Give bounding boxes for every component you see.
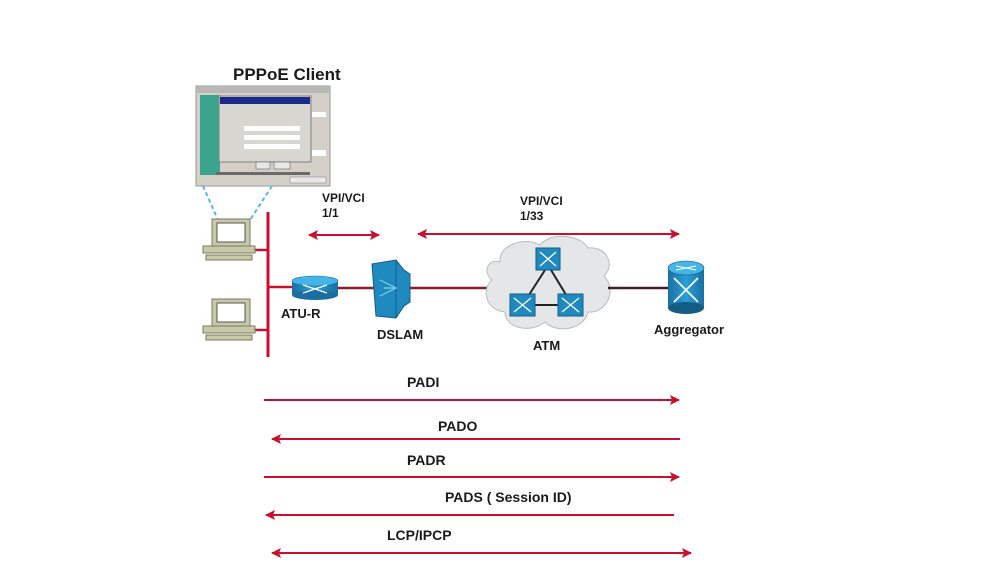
- pc-icon: [202, 218, 256, 261]
- client-dialog-window: [195, 85, 331, 187]
- callout-line-left: [202, 185, 219, 221]
- msg-padr-label: PADR: [407, 452, 446, 468]
- client-title: PPPoE Client: [233, 65, 341, 84]
- vc1-value: 1/1: [322, 206, 339, 220]
- msg-pado-label: PADO: [438, 418, 478, 434]
- msg-pads-label: PADS ( Session ID): [445, 489, 572, 505]
- vc2-value: 1/33: [520, 209, 544, 223]
- aggregator-label: Aggregator: [654, 322, 724, 337]
- dslam-label: DSLAM: [377, 327, 423, 342]
- dslam-icon: [371, 259, 411, 319]
- atm-label: ATM: [533, 338, 560, 353]
- atu-r-router-icon: [291, 275, 339, 300]
- msg-padi-label: PADI: [407, 374, 439, 390]
- msg-lcp-ipcp-label: LCP/IPCP: [387, 527, 452, 543]
- vc2-name: VPI/VCI: [520, 194, 563, 208]
- atu-r-label: ATU-R: [281, 306, 321, 321]
- aggregator-router-icon: [667, 260, 705, 314]
- atm-cloud-icon: [485, 235, 611, 330]
- pc-icon: [202, 298, 256, 341]
- vc1-name: VPI/VCI: [322, 191, 365, 205]
